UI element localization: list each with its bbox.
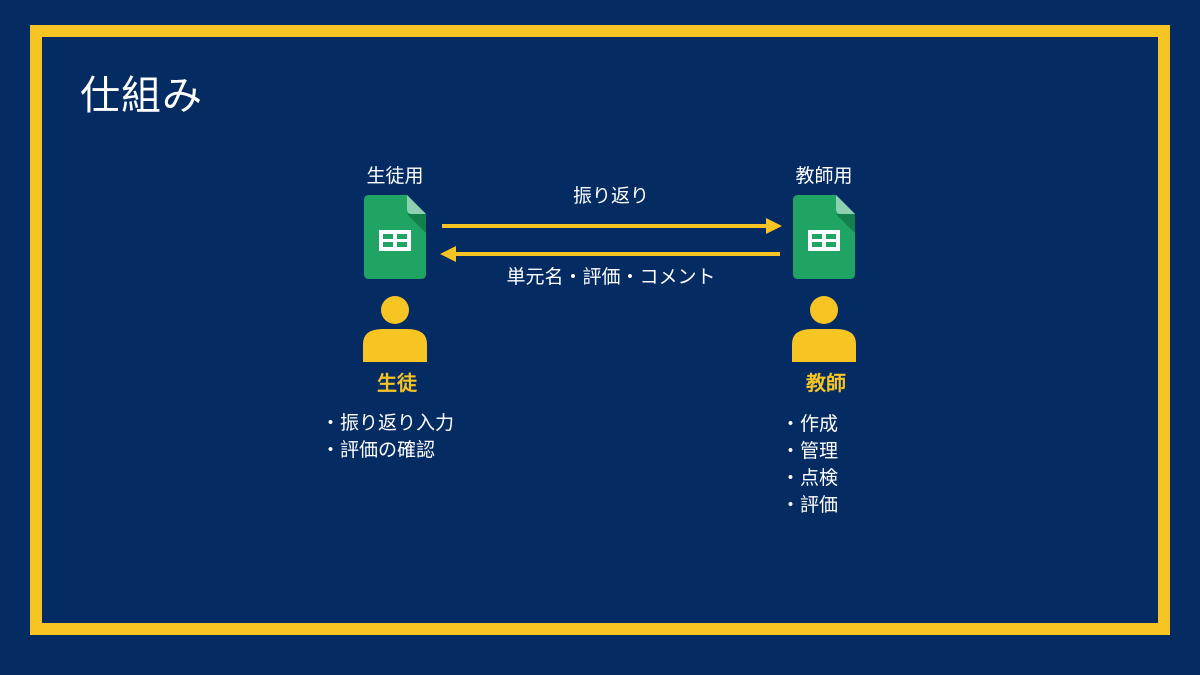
- student-task-list: 振り返り入力 評価の確認: [321, 410, 454, 464]
- teacher-task-list: 作成 管理 点検 評価: [781, 411, 838, 519]
- slide-title: 仕組み: [80, 73, 203, 119]
- teacher-task-item: 管理: [781, 438, 838, 465]
- student-task-item: 振り返り入力: [321, 410, 454, 437]
- arrowhead-left-icon: [440, 246, 456, 262]
- teacher-task-item: 評価: [781, 492, 838, 519]
- teacher-task-item: 点検: [781, 465, 838, 492]
- arrowhead-right-icon: [766, 218, 782, 234]
- student-role-label: 生徒: [377, 371, 417, 395]
- teacher-role-label: 教師: [806, 371, 846, 395]
- teacher-spreadsheet-icon: [793, 195, 855, 279]
- slide-frame: [30, 25, 1170, 635]
- flow-label-reflection: 振り返り: [572, 185, 649, 207]
- student-sheet-label: 生徒用: [366, 165, 424, 187]
- student-spreadsheet-icon: [364, 195, 426, 279]
- flow-arrows: [440, 218, 782, 262]
- teacher-sheet-label: 教師用: [795, 165, 853, 187]
- flow-label-feedback: 単元名・評価・コメント: [506, 266, 716, 288]
- student-person-icon: [363, 296, 427, 362]
- teacher-person-icon: [792, 296, 856, 362]
- teacher-task-item: 作成: [781, 411, 838, 438]
- student-task-item: 評価の確認: [321, 437, 454, 464]
